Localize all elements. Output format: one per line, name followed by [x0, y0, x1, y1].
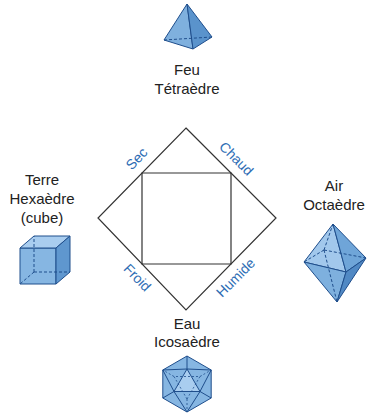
octahedron-figure	[304, 224, 366, 302]
element-name: Air	[325, 178, 343, 195]
tetrahedron-figure	[164, 4, 212, 49]
solid-name: Octaèdre	[303, 197, 365, 214]
icosahedron-figure	[163, 356, 211, 412]
element-name: Eau	[174, 316, 201, 333]
quality-label: Froid	[120, 261, 153, 295]
solid-name: Tétraèdre	[154, 81, 219, 98]
cube-figure	[20, 236, 70, 284]
solid-name: Hexaèdre	[9, 191, 74, 208]
quality-label: Humide	[213, 255, 258, 300]
diamond-outline	[98, 128, 276, 310]
inner-square	[142, 173, 231, 264]
element-name: Feu	[174, 62, 200, 79]
solid-note: (cube)	[21, 210, 64, 227]
solid-name: Icosaèdre	[154, 334, 220, 351]
element-name: Terre	[25, 172, 59, 189]
